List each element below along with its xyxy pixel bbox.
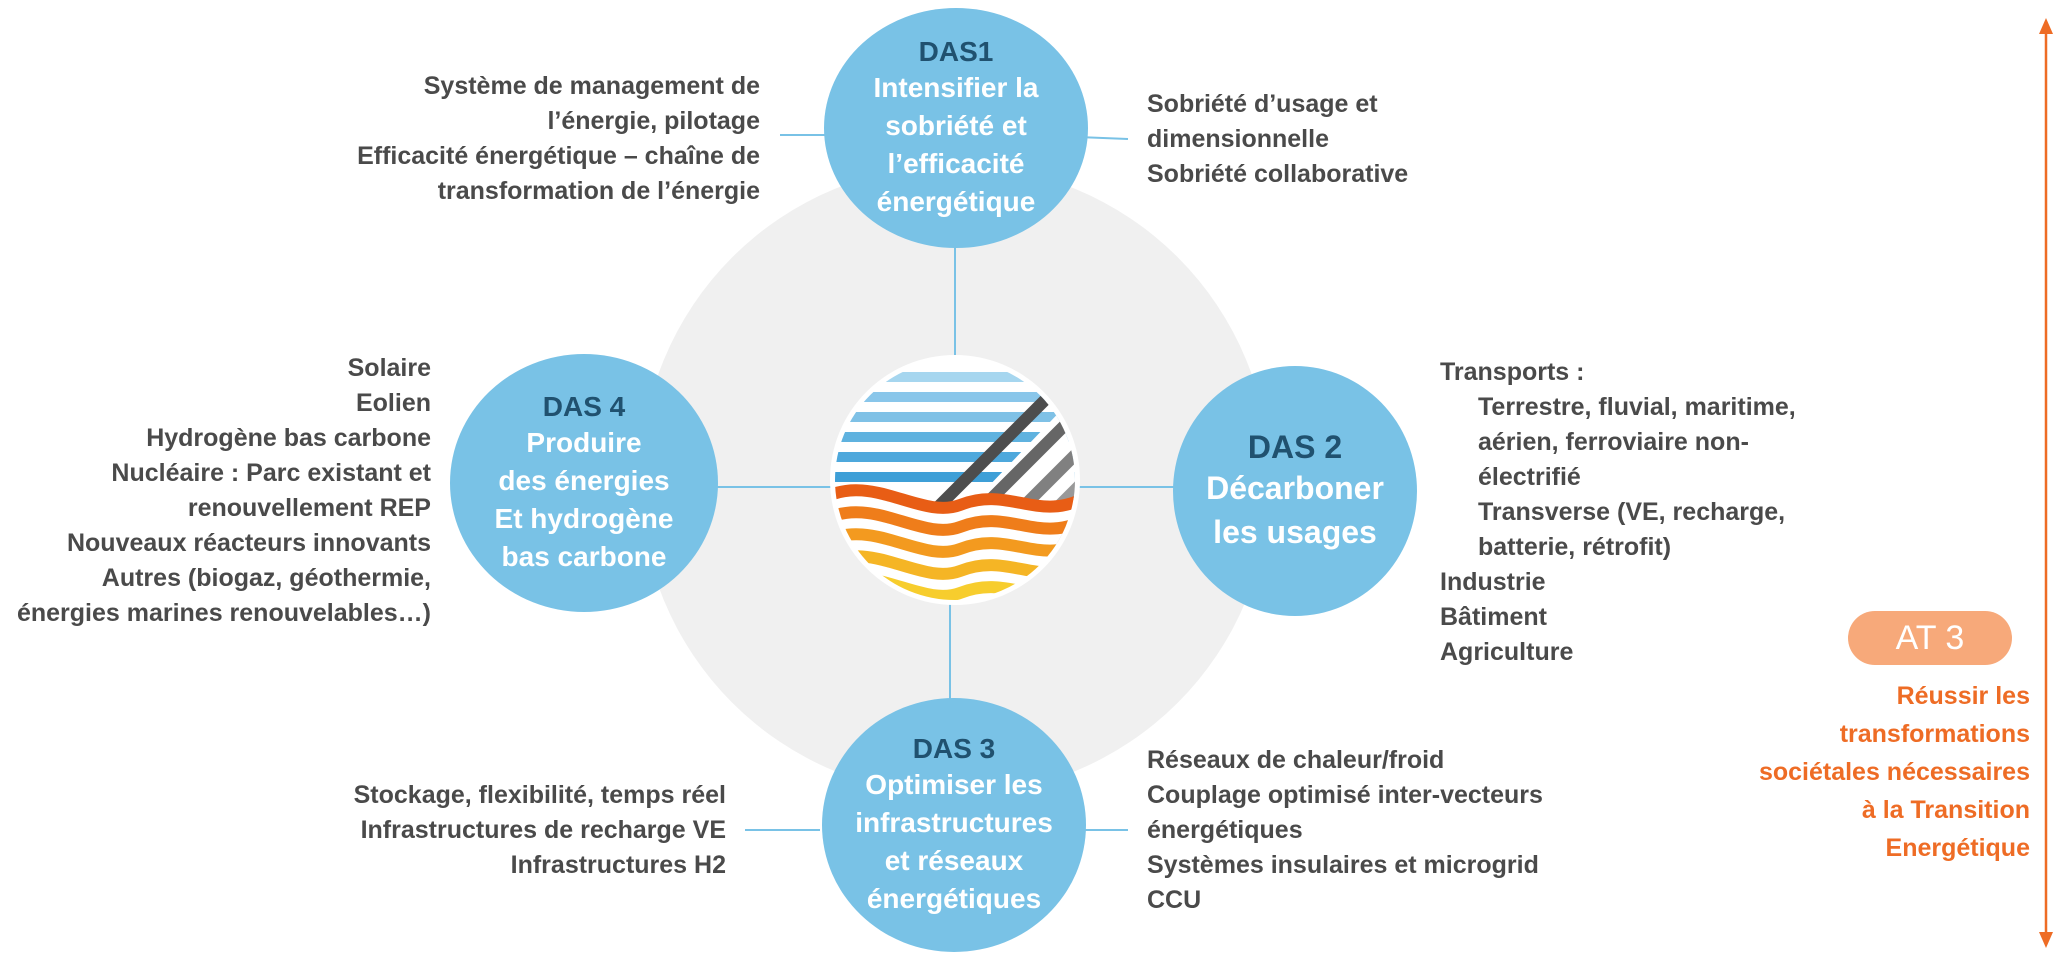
das1-title-line: sobriété et: [885, 109, 1027, 141]
list-subitem: Terrestre, fluvial, maritime,: [1478, 393, 1796, 421]
das2-circle: DAS 2 Décarboner les usages: [1173, 366, 1417, 616]
at3-description: Réussir les transformations sociétales n…: [1759, 677, 2030, 867]
at3-badge: AT 3: [1848, 611, 2012, 665]
list-subitem: électrifié: [1478, 463, 1581, 491]
list-subitem: batterie, rétrofit): [1478, 533, 1672, 561]
at3-line: Réussir les: [1896, 682, 2030, 710]
das3-title-line: énergétiques: [866, 882, 1042, 914]
list-item: dimensionnelle: [1147, 125, 1329, 153]
das2-title-line: Décarboner: [1206, 470, 1384, 507]
list-subitem: Transverse (VE, recharge,: [1478, 498, 1786, 526]
das2-id: DAS 2: [1247, 428, 1343, 465]
das3-left-list: Stockage, flexibilité, temps réel Infras…: [354, 778, 726, 883]
das4-id: DAS 4: [542, 391, 626, 423]
list-item: l’énergie, pilotage: [547, 107, 760, 135]
list-item: Nucléaire : Parc existant et: [111, 459, 431, 487]
list-item: Réseaux de chaleur/froid: [1147, 746, 1445, 774]
list-item: Eolien: [355, 389, 431, 417]
list-item: Autres (biogaz, géothermie,: [101, 564, 431, 592]
das1-right-list: Sobriété d’usage et dimensionnelle Sobri…: [1147, 87, 1408, 192]
list-item: Nouveaux réacteurs innovants: [66, 529, 431, 557]
das3-circle: DAS 3 Optimiser les infrastructures et r…: [822, 698, 1086, 952]
das1-id: DAS1: [918, 36, 994, 68]
das3-title-line: et réseaux: [884, 844, 1024, 876]
list-item: Stockage, flexibilité, temps réel: [353, 781, 726, 809]
at3-line: à la Transition: [1861, 796, 2030, 824]
das4-title-line: des énergies: [498, 464, 670, 496]
das2-right-list: Transports : Terrestre, fluvial, maritim…: [1440, 355, 1796, 670]
at3-line: sociétales nécessaires: [1758, 758, 2030, 786]
das1-title-line: l’efficacité: [887, 147, 1025, 179]
list-item: Bâtiment: [1440, 603, 1547, 631]
list-item: Industrie: [1440, 568, 1546, 596]
das3-id: DAS 3: [912, 733, 996, 765]
das3-title-line: Optimiser les: [865, 768, 1043, 800]
list-subitem: aérien, ferroviaire non-: [1478, 428, 1749, 456]
das1-left-list: Système de management de l’énergie, pilo…: [357, 69, 760, 209]
das1-title-line: énergétique: [876, 185, 1036, 217]
list-item: Couplage optimisé inter-vecteurs: [1147, 781, 1543, 809]
list-item: transformation de l’énergie: [437, 177, 760, 205]
at3-line: Energétique: [1885, 834, 2030, 862]
das3-title-line: infrastructures: [855, 806, 1053, 838]
das4-title-line: Produire: [526, 426, 642, 458]
das2-title-line: les usages: [1213, 514, 1377, 551]
list-item: Sobriété d’usage et: [1147, 90, 1378, 118]
list-item: renouvellement REP: [187, 494, 431, 522]
das1-circle: DAS1 Intensifier la sobriété et l’effica…: [824, 8, 1088, 248]
list-item: Sobriété collaborative: [1147, 160, 1409, 188]
vertical-double-arrow: [2039, 18, 2053, 948]
list-item: Efficacité énergétique – chaîne de: [357, 142, 760, 170]
list-item: Systèmes insulaires et microgrid: [1147, 851, 1539, 879]
list-heading: Transports :: [1440, 358, 1585, 386]
list-item: Solaire: [347, 354, 431, 382]
das1-title-line: Intensifier la: [873, 71, 1039, 103]
list-item: Infrastructures H2: [510, 851, 726, 879]
list-item: Hydrogène bas carbone: [146, 424, 431, 452]
list-item: énergétiques: [1147, 816, 1303, 844]
list-item: CCU: [1147, 886, 1202, 914]
das4-left-list: Solaire Eolien Hydrogène bas carbone Nuc…: [17, 351, 431, 631]
at3-line: transformations: [1839, 720, 2030, 748]
das4-title-line: bas carbone: [501, 540, 667, 572]
das4-title-line: Et hydrogène: [494, 502, 674, 534]
list-item: Agriculture: [1440, 638, 1574, 666]
das3-right-list: Réseaux de chaleur/froid Couplage optimi…: [1147, 743, 1543, 918]
list-item: énergies marines renouvelables…): [16, 599, 431, 627]
list-item: Système de management de: [423, 72, 760, 100]
list-item: Infrastructures de recharge VE: [360, 816, 726, 844]
das4-circle: DAS 4 Produire des énergies Et hydrogène…: [450, 354, 718, 612]
